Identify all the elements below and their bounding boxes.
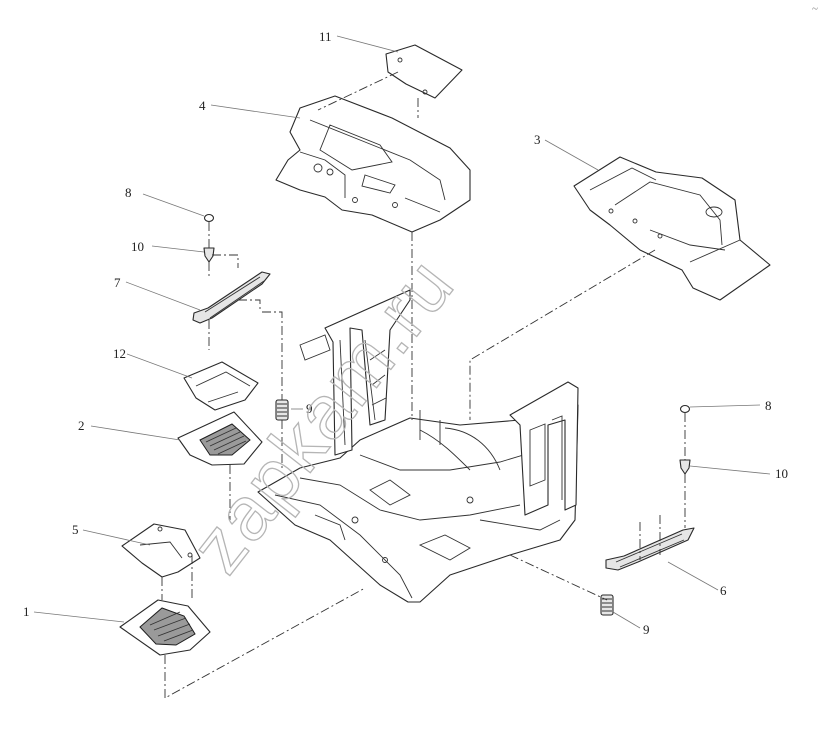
callout-5: 5 bbox=[72, 522, 79, 537]
callout-labels: 11 4 3 8 10 7 12 9 2 5 1 8 10 6 9 bbox=[23, 29, 788, 637]
callout-11: 11 bbox=[319, 29, 332, 44]
part-4-rear-floor-panel bbox=[275, 95, 471, 233]
part-7-left-step-trim bbox=[192, 271, 271, 324]
cab-floor-frame bbox=[257, 289, 579, 603]
part-1-grooved-mat bbox=[119, 599, 211, 656]
callout-1: 1 bbox=[23, 604, 30, 619]
callout-9-left: 9 bbox=[306, 401, 313, 416]
callout-6: 6 bbox=[720, 583, 727, 598]
part-8-plug-right bbox=[679, 404, 691, 414]
leader-lines bbox=[33, 35, 771, 629]
part-11-mat bbox=[385, 44, 463, 99]
callout-10-left: 10 bbox=[131, 239, 144, 254]
part-6-right-step-trim bbox=[605, 527, 695, 571]
part-8-plug-left bbox=[203, 213, 215, 223]
callout-12: 12 bbox=[113, 346, 126, 361]
callout-8-left: 8 bbox=[125, 185, 132, 200]
assembly-lines bbox=[161, 71, 686, 699]
part-12-upper-mat bbox=[183, 361, 259, 411]
callout-4: 4 bbox=[199, 98, 206, 113]
callout-3: 3 bbox=[534, 132, 541, 147]
part-2-grooved-mat bbox=[177, 411, 263, 466]
callout-7: 7 bbox=[114, 275, 121, 290]
corner-mark: ~ bbox=[812, 3, 818, 15]
callout-10-right: 10 bbox=[775, 466, 788, 481]
part-5-lower-mat bbox=[121, 523, 201, 578]
part-10-clip-left bbox=[203, 247, 215, 263]
callout-9-right: 9 bbox=[643, 622, 650, 637]
part-3-side-floor-panel bbox=[573, 156, 771, 301]
part-10-clip-right bbox=[679, 459, 691, 475]
part-9-spring-right bbox=[600, 594, 614, 616]
callout-8-right: 8 bbox=[765, 398, 772, 413]
callout-2: 2 bbox=[78, 418, 85, 433]
